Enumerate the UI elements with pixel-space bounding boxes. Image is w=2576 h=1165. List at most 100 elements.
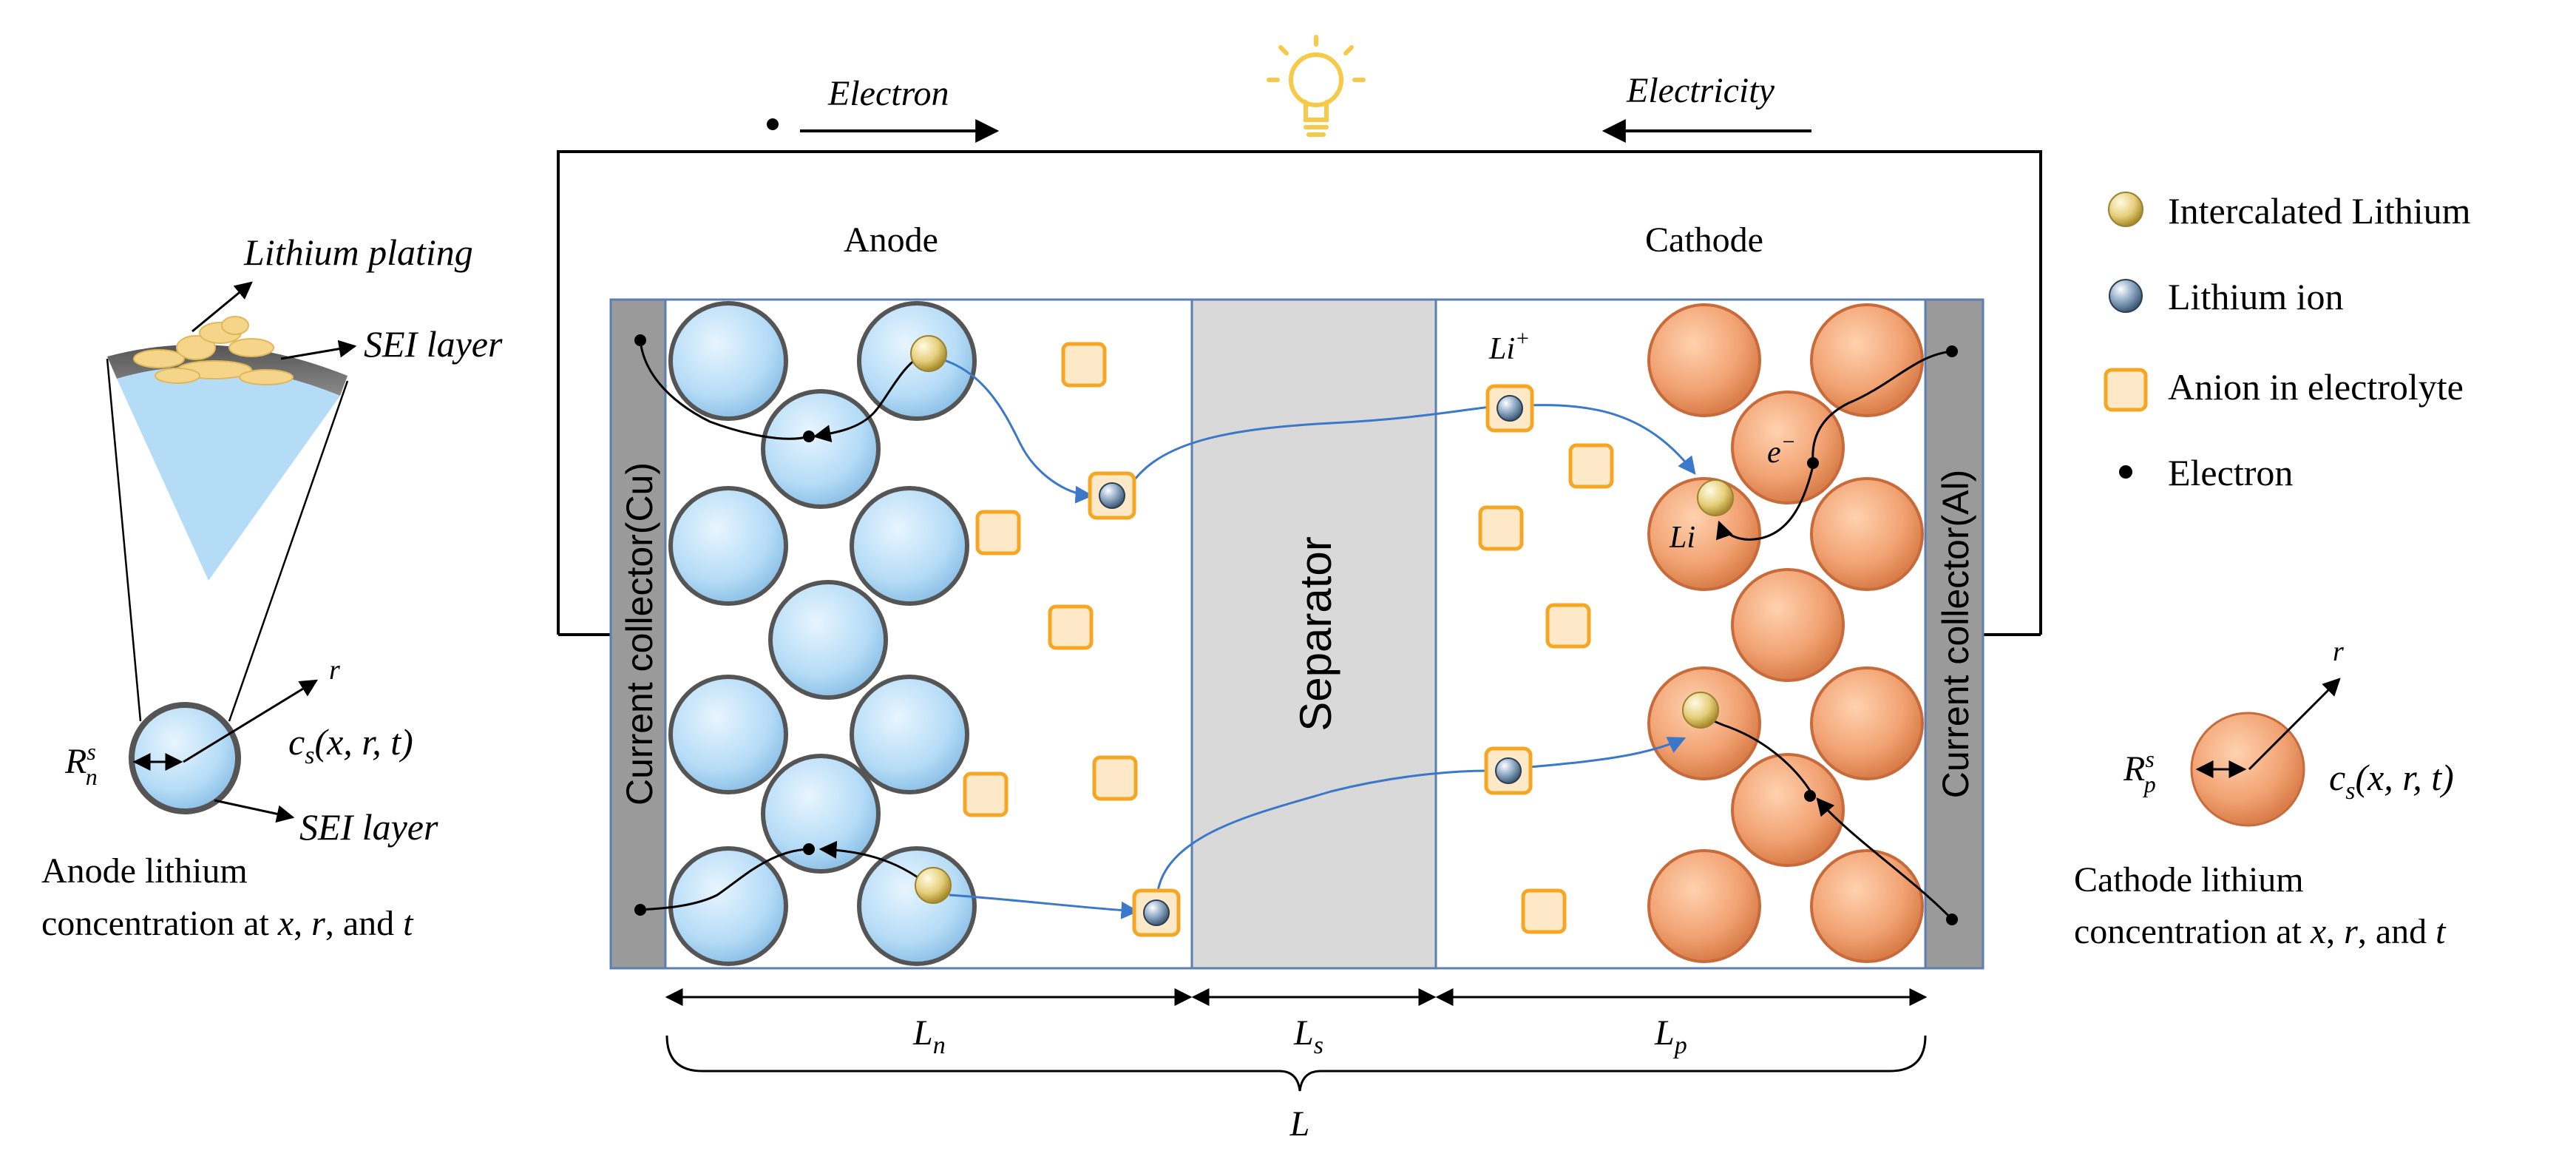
electron-dot: [803, 843, 815, 855]
dimension-ln: Ln: [912, 1013, 946, 1059]
electron-dot: [1807, 457, 1819, 469]
anode-particle: [761, 389, 881, 509]
cathode-particle: [1731, 568, 1845, 682]
separator-label: Separator: [1291, 536, 1340, 732]
anode-concentration-label: cs(x, r, t): [288, 721, 413, 769]
anode-wedge: [117, 366, 340, 581]
electron-dot: [634, 904, 646, 916]
cathode-particle: [1647, 849, 1761, 963]
legend-label: Electron: [2168, 452, 2293, 493]
current-collector-cu: [609, 298, 667, 970]
anode-particle-detail: [106, 281, 357, 823]
anion-square: [1478, 505, 1524, 551]
dimension-ls: Ls: [1293, 1013, 1323, 1059]
lithium-ion: [1484, 746, 1533, 795]
cathode-r-label: r: [2333, 636, 2344, 667]
electron-legend-icon: [2119, 465, 2132, 479]
anion-square: [1092, 755, 1138, 801]
dimension-arrows: [665, 988, 1928, 1092]
anion-square: [1568, 443, 1614, 489]
anode-particles: [668, 301, 977, 966]
intercalated-lithium-legend-icon: [2108, 192, 2143, 227]
anode-title: Anode: [844, 220, 938, 260]
legend-label: Lithium ion: [2168, 276, 2344, 317]
cathode-particle: [1810, 477, 1924, 591]
cathode-particle: [1647, 477, 1761, 591]
cathode-particle: [1647, 303, 1761, 417]
intercalated-lithium-sphere: [1682, 692, 1719, 729]
cathode-particle: [1810, 849, 1924, 963]
electron-dot: [1946, 345, 1958, 357]
current-collector-al: [1924, 298, 1984, 970]
legend-label: Anion in electrolyte: [2168, 366, 2464, 408]
anode-particle: [668, 486, 788, 606]
electron-dot: [803, 430, 815, 442]
legend-label: Intercalated Lithium: [2168, 190, 2471, 232]
li-plus-label: Li+: [1488, 326, 1530, 366]
anions: [963, 342, 1614, 934]
anion-square: [1545, 603, 1591, 649]
anion-square: [1061, 342, 1107, 388]
anode-particle: [850, 675, 969, 794]
dimension-l: L: [1289, 1104, 1310, 1144]
electron-dot: [634, 334, 646, 346]
electron-flow-label: Electron: [827, 74, 949, 113]
anode-caption-line2: concentration at x, r, and t: [41, 904, 414, 943]
cathode-caption-line2: concentration at x, r, and t: [2074, 912, 2447, 951]
anion-square: [1048, 604, 1094, 650]
lithium-ions: [1088, 384, 1534, 937]
anion-square: [1521, 888, 1567, 934]
lithium-plating: [133, 316, 294, 385]
anode-particle: [761, 754, 881, 874]
anode-particle: [668, 301, 788, 421]
e-minus-label: e−: [1767, 430, 1796, 470]
anode-particle: [668, 675, 788, 794]
cathode-concentration-label: cs(x, r, t): [2329, 757, 2454, 805]
anode-particle-large: [129, 702, 241, 814]
electricity-flow-label: Electricity: [1626, 71, 1775, 110]
sei-layer-bottom-label: SEI layer: [299, 806, 438, 848]
cathode-particle: [1810, 303, 1924, 417]
intercalated-lithium: [910, 335, 1734, 904]
anode-particle: [857, 846, 977, 966]
cathode-particle: [1731, 391, 1845, 504]
intercalated-lithium-sphere: [910, 335, 947, 372]
dimension-lp: Lp: [1654, 1013, 1687, 1059]
current-collector-al-label: Current collector(Al): [1935, 470, 1976, 799]
external-circuit: [557, 150, 2042, 636]
cathode-particle: [1731, 753, 1845, 867]
intercalated-lithium-sphere: [1697, 479, 1734, 516]
electron-dot: [1946, 914, 1958, 925]
electron-dot: [767, 118, 779, 130]
intercalated-lithium-sphere: [915, 867, 952, 904]
separator-region: [1190, 298, 1437, 970]
ion-paths: [929, 355, 1696, 919]
electron-dot: [1804, 790, 1816, 802]
lithium-ion-legend-icon: [2109, 279, 2143, 313]
anode-r-label: r: [329, 655, 340, 686]
anode-caption-line1: Anode lithium: [41, 851, 248, 891]
anion-square: [975, 510, 1021, 556]
anode-particle: [850, 486, 969, 606]
anion-legend-icon: [2104, 368, 2148, 412]
light-bulb-icon: [1267, 35, 1366, 137]
cathode-particles: [1647, 303, 1924, 963]
lithium-ion: [1485, 384, 1534, 433]
cathode-caption-line1: Cathode lithium: [2074, 860, 2304, 899]
current-collector-cu-label: Current collector(Cu): [619, 462, 660, 806]
electrons: [634, 334, 1958, 925]
anode-particle: [768, 580, 888, 700]
li-atom-label: Li: [1669, 521, 1695, 555]
cathode-particle-detail: [2190, 678, 2341, 827]
anode-particle: [668, 846, 788, 966]
cathode-particle: [1810, 666, 1924, 780]
lithium-plating-label: Lithium plating: [243, 232, 473, 273]
legend: Intercalated Lithium Lithium ion Anion i…: [2104, 190, 2471, 493]
cathode-title: Cathode: [1645, 220, 1763, 260]
lithium-ion: [1088, 471, 1136, 520]
sei-layer-top-label: SEI layer: [364, 323, 503, 365]
lithium-ion: [1132, 888, 1181, 937]
